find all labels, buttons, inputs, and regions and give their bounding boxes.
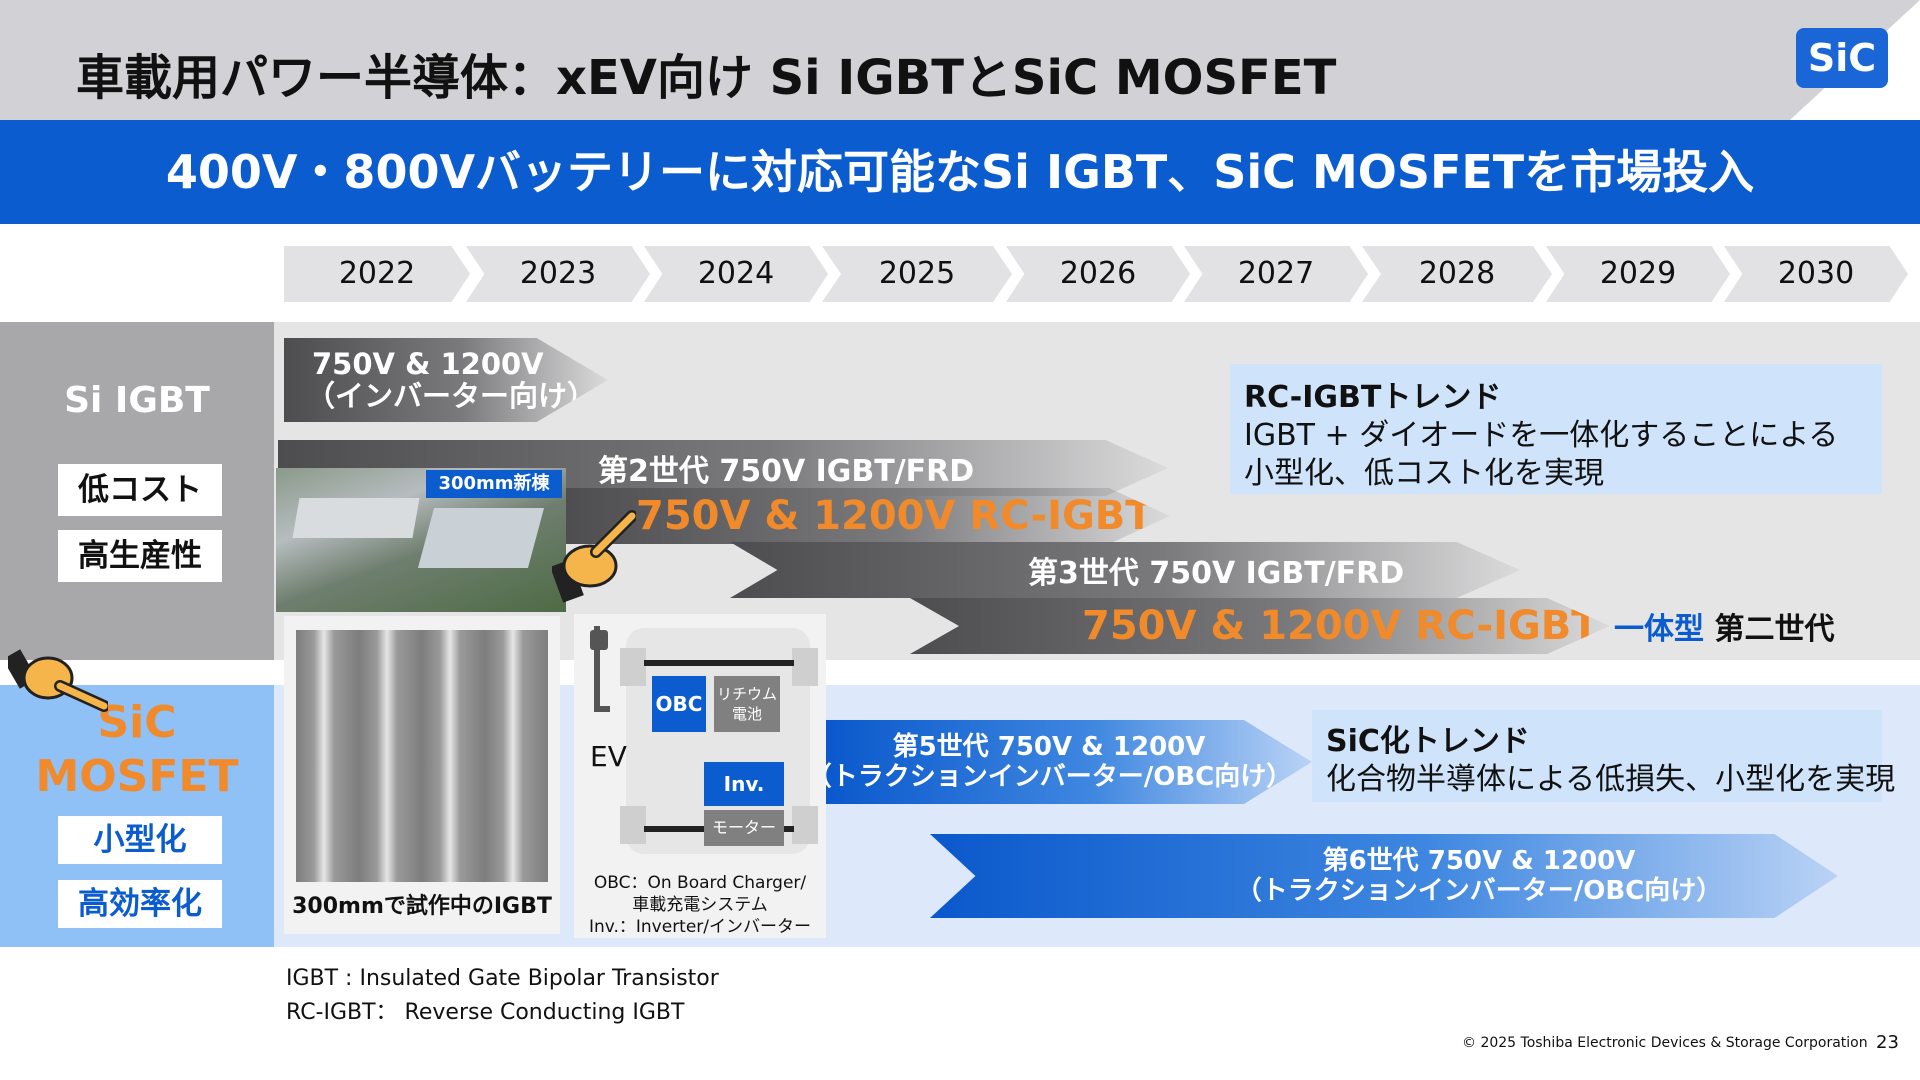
battery-block: リチウム 電池 <box>714 676 780 732</box>
sic-label-line2: MOSFET <box>35 751 239 802</box>
year-2028: 2028 <box>1362 246 1552 302</box>
arrow-gen3-igbt-frd: 第3世代 750V IGBT/FRD <box>730 542 1520 598</box>
inverter-block: Inv. <box>704 762 784 806</box>
plug-cable <box>594 626 610 712</box>
subtitle-band <box>0 120 1920 224</box>
sic-label-line1: SiC <box>97 697 177 748</box>
plug-icon <box>590 630 608 650</box>
year-2024: 2024 <box>644 246 828 302</box>
ev-note-1: OBC：On Board Charger/ <box>593 873 807 893</box>
ev-wheel-rl <box>620 806 646 844</box>
rc-igbt-trend-callout <box>1230 364 1882 494</box>
year-2027: 2027 <box>1184 246 1368 302</box>
page-number: 23 <box>1876 1032 1899 1053</box>
subtitle: 400V・800Vバッテリーに対応可能なSi IGBT、SiC MOSFETを市… <box>165 145 1755 199</box>
ev-front-axle <box>644 660 794 666</box>
year-2026: 2026 <box>1006 246 1190 302</box>
ev-notes: OBC：On Board Charger/ 車載充電システム Inv.：Inve… <box>574 872 826 938</box>
rc-igbt-trend-line1: IGBT + ダイオードを一体化することによる <box>1244 418 1839 453</box>
arrow-750-1200v-line1: 750V & 1200V <box>312 347 544 381</box>
trench-sem-image <box>296 630 548 882</box>
motor-block: モーター <box>704 810 784 846</box>
copyright: © 2025 Toshiba Electronic Devices & Stor… <box>1462 1035 1868 1051</box>
tag-miniaturization: 小型化 <box>58 816 222 864</box>
arrow-gen3-rc-igbt: 750V & 1200V RC-IGBT <box>910 598 1610 654</box>
year-2025: 2025 <box>822 246 1012 302</box>
sic-trend-callout <box>1312 710 1882 802</box>
year-2029: 2029 <box>1546 246 1730 302</box>
gen3-rc-igbt-text: 750V & 1200V RC-IGBT <box>1082 603 1599 649</box>
pointing-hand-sic-icon <box>2 646 110 716</box>
gen2-rc-igbt-text: 750V & 1200V RC-IGBT <box>636 493 1153 539</box>
pointing-hand-icon <box>550 504 638 604</box>
ev-wheel-rr <box>792 806 818 844</box>
sic-badge: SiC <box>1796 28 1888 88</box>
factory-new-building-badge: 300mm新棟 <box>426 470 562 498</box>
sic-mosfet-label: SiC MOSFET <box>0 696 274 804</box>
sic-trend-title: SiC化トレンド <box>1326 724 1530 759</box>
arrow-750-1200v-line2: （インバーター向け） <box>306 379 597 413</box>
si-igbt-label: Si IGBT <box>64 380 210 421</box>
ev-wheel-fl <box>620 648 646 686</box>
ev-label: EV <box>590 740 627 773</box>
title-band <box>0 0 1920 120</box>
sic-trend-line1: 化合物半導体による低損失、小型化を実現 <box>1326 762 1896 797</box>
year-2022: 2022 <box>284 246 470 302</box>
factory-photo: 300mm新棟 <box>276 468 566 612</box>
arrow-gen2-rc-igbt: 750V & 1200V RC-IGBT <box>560 488 1170 544</box>
second-gen-label: 第二世代 <box>1714 612 1835 647</box>
tag-low-cost: 低コスト <box>58 464 222 516</box>
arrow-gen6-sic: 第6世代 750V & 1200V （トラクションインバーター/OBC向け） <box>930 834 1838 918</box>
ev-wheel-fr <box>792 648 818 686</box>
arrow-750-1200v-inverter: 750V & 1200V （インバーター向け） <box>284 338 608 422</box>
arrow-gen5-sic: 第5世代 750V & 1200V （トラクションインバーター/OBC向け） <box>826 720 1312 804</box>
factory-building-shape-2 <box>292 498 420 538</box>
year-2023: 2023 <box>466 246 650 302</box>
factory-building-shape <box>417 508 545 568</box>
ev-note-2: 車載充電システム <box>632 895 768 915</box>
ev-note-3: Inv.：Inverter/インバーター <box>588 917 812 937</box>
gen6-line2: （トラクションインバーター/OBC向け） <box>1235 876 1723 906</box>
tag-high-productivity: 高生産性 <box>58 530 222 582</box>
trench-caption: 300mmで試作中のIGBT <box>292 894 552 919</box>
page-title: 車載用パワー半導体：xEV向け Si IGBTとSiC MOSFET <box>76 50 1337 106</box>
year-2030: 2030 <box>1724 246 1908 302</box>
gen5-line2: （トラクションインバーター/OBC向け） <box>805 762 1293 792</box>
tag-high-efficiency: 高効率化 <box>58 880 222 928</box>
obc-block: OBC <box>652 676 706 732</box>
gen6-line1: 第6世代 750V & 1200V <box>1322 846 1636 876</box>
rc-igbt-trend-title: RC-IGBTトレンド <box>1244 380 1502 415</box>
gen5-line1: 第5世代 750V & 1200V <box>892 732 1206 762</box>
rc-igbt-trend-line2: 小型化、低コスト化を実現 <box>1244 456 1604 491</box>
integrated-label: 一体型 <box>1614 612 1704 647</box>
footnote-igbt: IGBT : Insulated Gate Bipolar Transistor <box>286 966 719 991</box>
integrated-gen2-label: 一体型 第二世代 <box>1614 604 1834 648</box>
footnote-rc-igbt: RC-IGBT： Reverse Conducting IGBT <box>286 1000 685 1025</box>
